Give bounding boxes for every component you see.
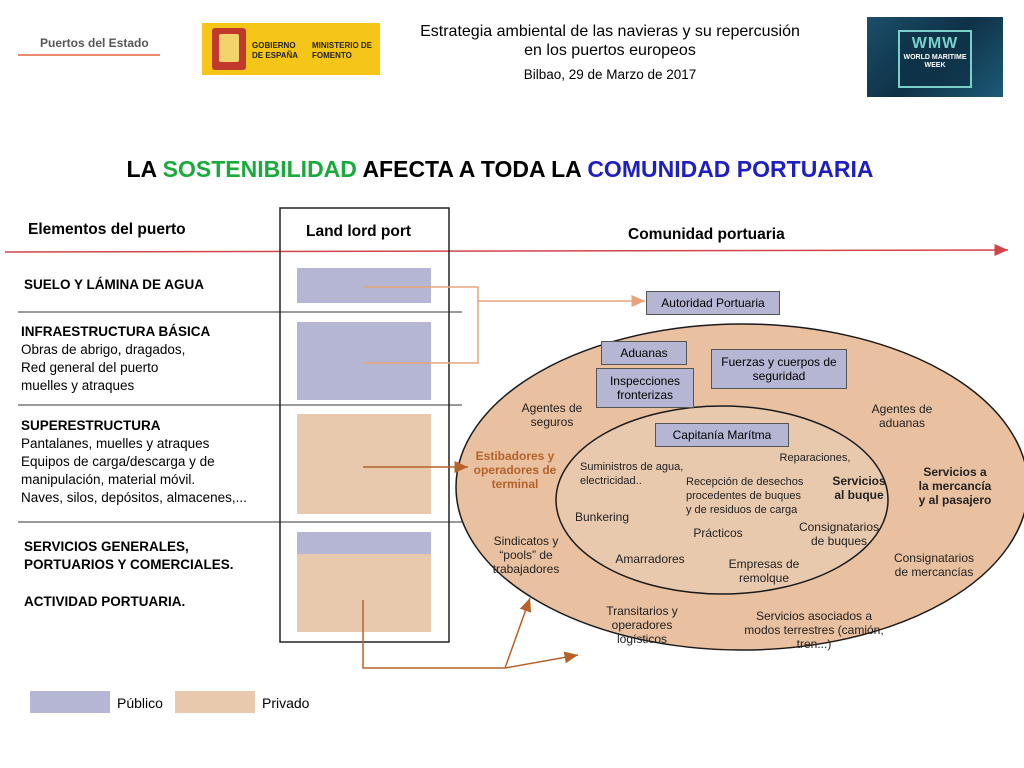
box-capitania: Capitanía Marítma [655,423,789,447]
inner-ellipse [555,405,889,595]
block-infra-publico [297,322,431,400]
wmw-mark: WMW [911,35,959,52]
header-comunidad: Comunidad portuaria [628,226,785,243]
puertos-logo-underline [18,54,160,56]
label-estibadores: Estibadores y operadores de terminal [473,449,557,491]
page-title: LA SOSTENIBILIDAD AFECTA A TODA LA COMUN… [0,156,1000,183]
title-sostenibilidad: SOSTENIBILIDAD [162,156,357,182]
main-arrow [4,244,1009,257]
infra-line2: Red general del puerto [21,360,159,375]
title-part1: LA [126,156,163,182]
ministerio-label: MINISTERIO DE FOMENTO [312,41,373,60]
infra-line3: muelles y atraques [21,378,135,393]
landlord-frame [279,207,450,643]
header-title-line1: Estrategia ambiental de las navieras y s… [420,23,800,40]
legend-publico: Público [117,695,163,711]
section-actividad: ACTIVIDAD PORTUARIA. [24,594,186,609]
connector-servicios [362,600,505,669]
title-comunidad: COMUNIDAD PORTUARIA [587,156,874,182]
block-servicios-publico [297,532,431,554]
label-bunkering: Bunkering [574,510,630,524]
label-transitarios: Transitarios y operadores logísticos [606,604,678,646]
connector-to-sindicatos [504,597,532,669]
label-servicios-mercancia: Servicios a la mercancía y al pasajero [918,465,992,507]
infra-title: INFRAESTRUCTURA BÁSICA [21,324,211,339]
label-servicios-asociados: Servicios asociados a modos terrestres (… [744,609,884,651]
label-consignatarios-buques: Consignatarios de buques [798,520,880,548]
title-part3: AFECTA A TODA LA [356,156,588,182]
servicios-line2: PORTUARIOS Y COMERCIALES. [24,557,234,572]
legend-privado: Privado [262,695,310,711]
header-landlord: Land lord port [306,223,412,240]
super-line4: Naves, silos, depósitos, almacenes,... [21,490,247,505]
puertos-del-estado-label: Puertos del Estado [40,36,149,50]
box-inspecciones: Inspecciones fronterizas [596,368,694,408]
super-line1: Pantalanes, muelles y atraques [21,436,210,451]
connector-to-transitarios [504,651,579,669]
wmw-text: WORLD MARITIME WEEK [903,54,967,69]
label-recepcion: Recepción de desechos procedentes de buq… [686,476,804,516]
label-servicios-buque: Servicios al buque [832,474,886,502]
servicios-line1: SERVICIOS GENERALES, [24,539,189,554]
legend-swatch-privado [175,691,255,713]
section-infraestructura: INFRAESTRUCTURA BÁSICA Obras de abrigo, … [21,323,210,395]
label-sindicatos: Sindicatos y “pools” de trabajadores [492,534,560,576]
connector-public-blocks [363,286,479,364]
gobierno-label: GOBIERNO DE ESPAÑA [252,41,299,60]
label-agentes-aduanas: Agentes de aduanas [871,402,933,430]
block-servicios-privado [297,554,431,632]
label-remolque: Empresas de remolque [728,557,800,585]
super-line2: Equipos de carga/descarga y de [21,454,215,469]
header-title-line2: en los puertos europeos [524,42,696,59]
super-line3: manipulación, material móvil. [21,472,196,487]
label-amarradores: Amarradores [615,552,685,566]
block-super-privado [297,414,431,514]
label-consignatarios-mercancias: Consignatarios de mercancías [893,551,975,579]
super-title: SUPERESTRUCTURA [21,418,161,433]
wmw-badge: WMW WORLD MARITIME WEEK [898,30,972,88]
section-superestructura: SUPERESTRUCTURA Pantalanes, muelles y at… [21,417,247,507]
section-servicios: SERVICIOS GENERALES, PORTUARIOS Y COMERC… [24,538,234,574]
label-agentes-seguros: Agentes de seguros [521,401,583,429]
label-suministros: Suministros de agua, electricidad.. [580,461,684,487]
label-practicos: Prácticos [693,526,743,540]
section-suelo: SUELO Y LÁMINA DE AGUA [24,277,205,292]
header-title: Estrategia ambiental de las navieras y s… [330,22,890,60]
infra-line1: Obras de abrigo, dragados, [21,342,186,357]
box-autoridad-portuaria: Autoridad Portuaria [646,291,780,315]
coat-of-arms-inner [219,34,239,62]
legend-swatch-publico [30,691,110,713]
box-fuerzas: Fuerzas y cuerpos de seguridad [711,349,847,389]
header-subtitle: Bilbao, 29 de Marzo de 2017 [523,67,697,82]
label-reparaciones: Reparaciones, [779,452,851,464]
block-suelo-publico [297,268,431,303]
box-aduanas: Aduanas [601,341,687,365]
header-elementos: Elementos del puerto [28,221,186,238]
